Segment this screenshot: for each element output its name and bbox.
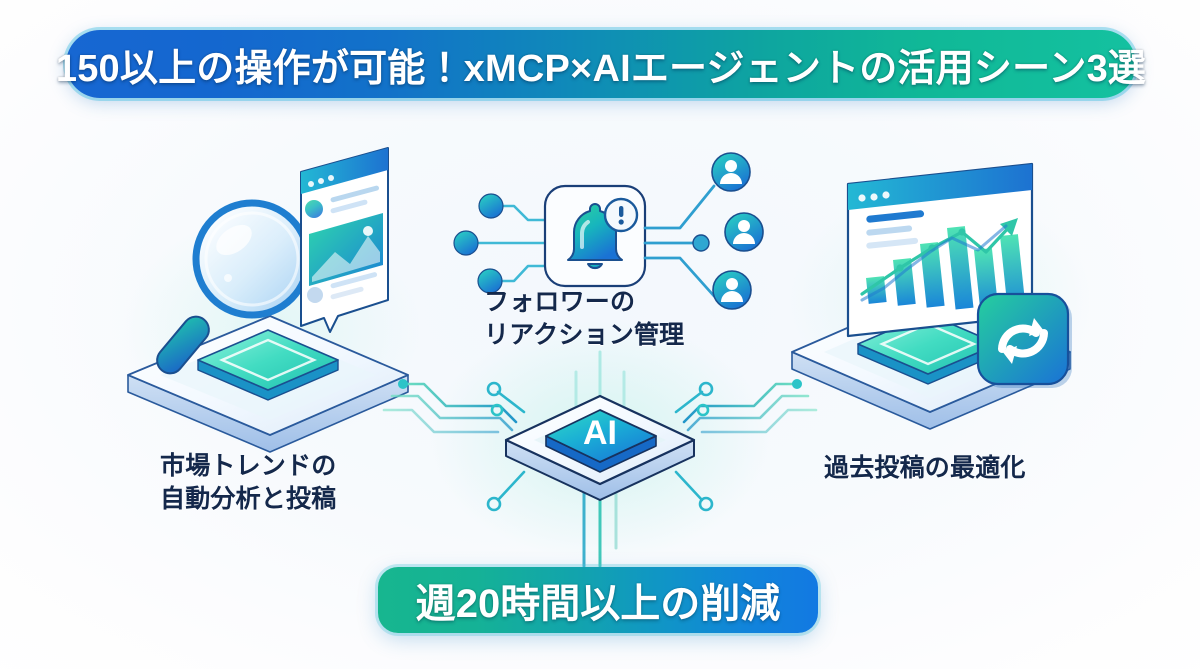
ai-circuit-spokes <box>496 390 704 502</box>
network-node-icon <box>692 234 710 252</box>
left-illustration <box>127 147 518 453</box>
left-section-caption: 市場トレンドの 自動分析と投稿 <box>160 452 337 513</box>
user-avatar-icon <box>712 270 752 310</box>
right-illustration <box>682 162 1072 434</box>
circuit-node <box>398 379 408 389</box>
circuit-node <box>792 379 802 389</box>
center-illustration <box>453 152 764 310</box>
post-avatar-icon <box>305 200 323 218</box>
circuit-path-right <box>682 382 818 434</box>
bottom-banner: 週20時間以上の削減 <box>378 567 818 633</box>
image-placeholder-icon <box>309 213 383 286</box>
refresh-icon <box>976 292 1072 388</box>
network-lines-right <box>643 184 716 298</box>
trend-arrow-icon <box>860 218 1018 302</box>
bell-card <box>543 184 647 288</box>
center-section-caption: フォロワーの リアクション管理 <box>484 288 685 349</box>
title-text: 150以上の操作が可能！xMCP×AIエージェントの活用シーン3選 <box>55 47 1147 90</box>
circuit-node <box>490 403 504 417</box>
ai-core: AI <box>486 350 714 568</box>
network-node-icon <box>477 268 503 294</box>
circuit-node <box>696 403 710 417</box>
network-lines-left <box>469 204 547 283</box>
network-node-icon <box>453 230 479 256</box>
circuit-node <box>698 381 714 397</box>
right-section-caption: 過去投稿の最適化 <box>824 454 1026 482</box>
post-card-icon <box>300 147 389 333</box>
circuit-path-left <box>382 382 518 434</box>
circuit-node <box>486 381 502 397</box>
circuit-node <box>698 496 714 512</box>
bottom-banner-text: 週20時間以上の削減 <box>415 582 781 626</box>
chip-icon <box>197 329 339 401</box>
title-banner: 150以上の操作が可能！xMCP×AIエージェントの活用シーン3選 <box>56 30 1146 98</box>
user-avatar-icon <box>711 152 751 192</box>
alert-badge-icon <box>603 197 639 233</box>
user-avatar-icon <box>724 212 764 252</box>
ai-core-label: AI <box>583 414 617 452</box>
circuit-node <box>486 496 502 512</box>
network-node-icon <box>478 193 504 219</box>
